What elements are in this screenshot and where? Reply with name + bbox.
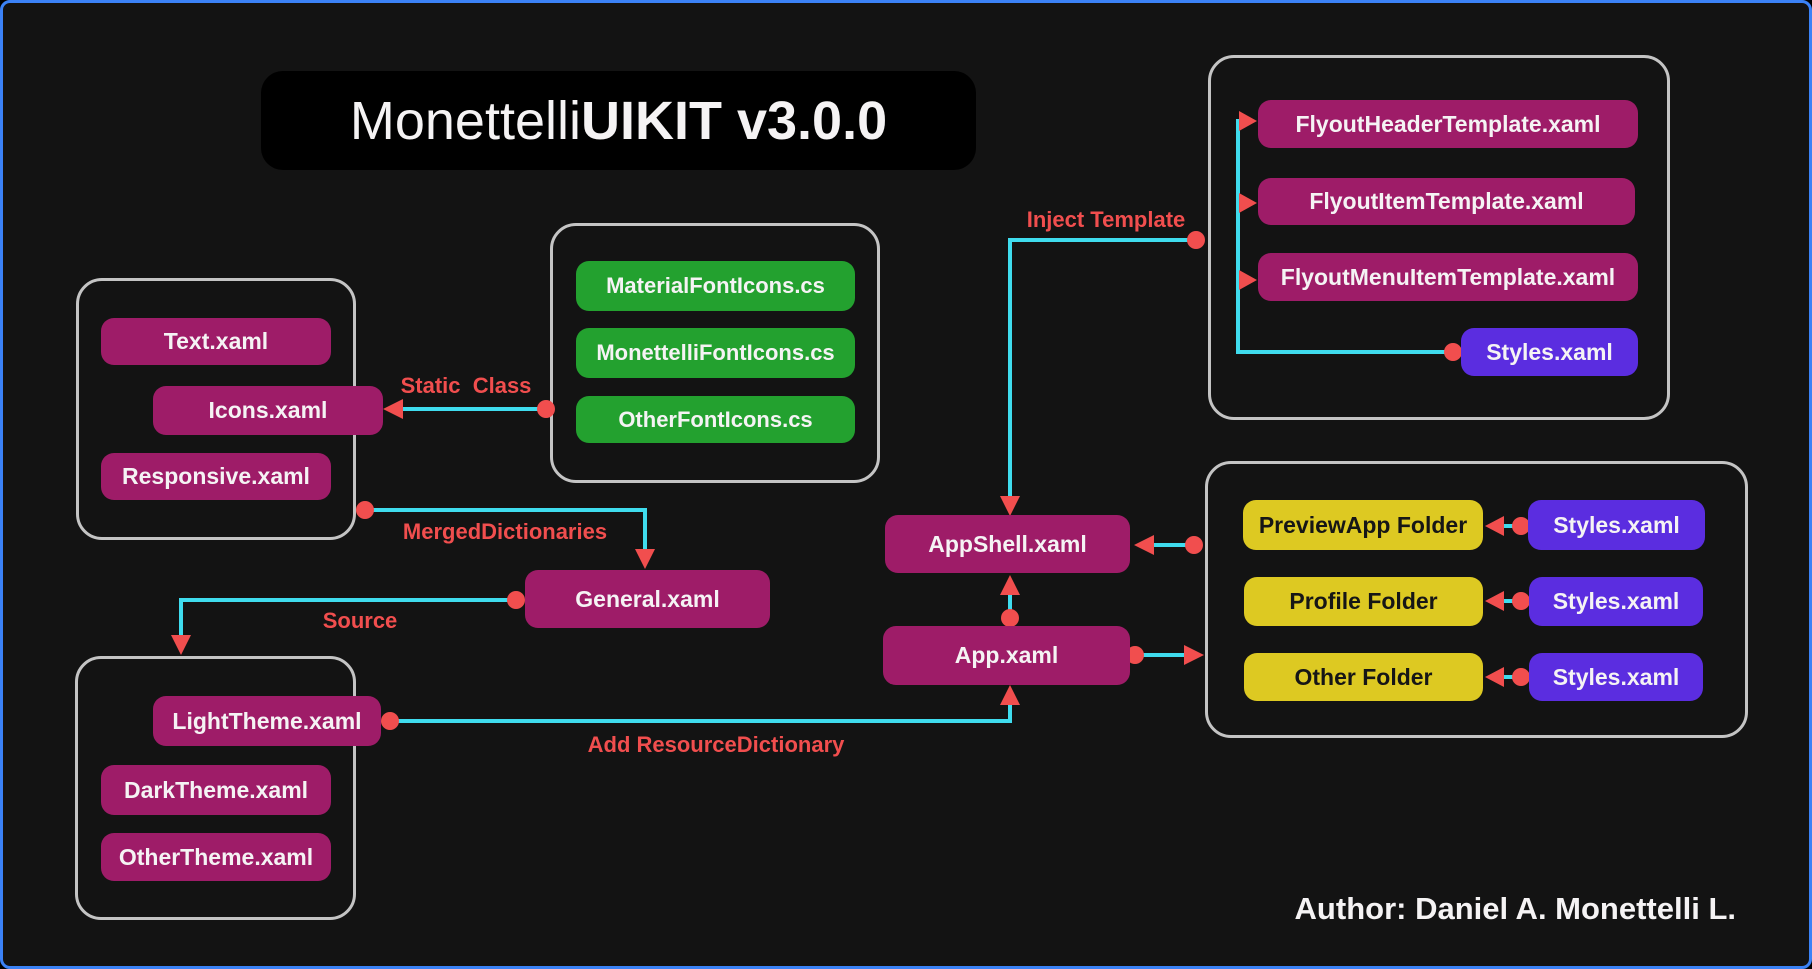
node-styles-templates: Styles.xaml — [1461, 328, 1638, 376]
node-dark-theme-xaml: DarkTheme.xaml — [101, 765, 331, 815]
connector-styles-to-profile — [1485, 591, 1530, 611]
connector-group-to-appshell — [1134, 535, 1203, 555]
node-app-xaml: App.xaml — [883, 626, 1130, 685]
connector-source — [171, 591, 525, 655]
node-text-xaml: Text.xaml — [101, 318, 331, 365]
node-flyout-menu-item-template: FlyoutMenuItemTemplate.xaml — [1258, 253, 1638, 301]
connector-app-to-folders-group — [1126, 645, 1204, 665]
connector-inject-template — [1000, 231, 1205, 516]
node-monettelli-font-icons: MonettelliFontIcons.cs — [576, 328, 855, 378]
node-previewapp-folder: PreviewApp Folder — [1243, 500, 1483, 550]
node-other-folder: Other Folder — [1244, 653, 1483, 701]
label-source: Source — [322, 608, 398, 633]
node-profile-folder: Profile Folder — [1244, 577, 1483, 626]
connector-layer — [171, 111, 1530, 730]
connector-styles-to-templates — [1236, 111, 1462, 361]
label-inject-template: Inject Template — [1026, 207, 1186, 232]
connector-styles-to-previewapp — [1485, 516, 1530, 536]
node-styles-other: Styles.xaml — [1529, 653, 1703, 701]
group-folders — [1205, 461, 1748, 738]
node-general-xaml: General.xaml — [525, 570, 770, 628]
connector-static-class — [383, 399, 555, 419]
label-static-class: Static Class — [400, 373, 532, 398]
node-material-font-icons: MaterialFontIcons.cs — [576, 261, 855, 311]
node-styles-previewapp: Styles.xaml — [1528, 500, 1705, 550]
author-credit: Author: Daniel A. Monettelli L. — [1294, 891, 1736, 926]
connector-styles-to-other — [1485, 667, 1530, 687]
group-themes — [75, 656, 356, 920]
connector-app-to-appshell — [1000, 575, 1020, 627]
node-other-theme-xaml: OtherTheme.xaml — [101, 833, 331, 881]
connector-merged-dictionaries — [356, 501, 655, 569]
title-part-bold: UIKIT — [580, 90, 722, 151]
label-add-resource-dictionary: Add ResourceDictionary — [587, 732, 845, 757]
title-part-regular: Monettelli — [349, 90, 581, 151]
group-font-icons — [550, 223, 880, 483]
node-responsive-xaml: Responsive.xaml — [101, 453, 331, 500]
connector-add-resource-dictionary — [381, 685, 1020, 730]
title-version: v3.0.0 — [721, 90, 888, 151]
node-icons-xaml: Icons.xaml — [153, 386, 383, 435]
node-light-theme-xaml: LightTheme.xaml — [153, 696, 381, 746]
node-other-font-icons: OtherFontIcons.cs — [576, 396, 855, 443]
node-flyout-header-template: FlyoutHeaderTemplate.xaml — [1258, 100, 1638, 148]
node-flyout-item-template: FlyoutItemTemplate.xaml — [1258, 178, 1635, 225]
node-styles-profile: Styles.xaml — [1529, 577, 1703, 626]
group-flyout-templates — [1208, 55, 1670, 420]
node-appshell-xaml: AppShell.xaml — [885, 515, 1130, 573]
label-merged-dictionaries: MergedDictionaries — [402, 519, 608, 544]
